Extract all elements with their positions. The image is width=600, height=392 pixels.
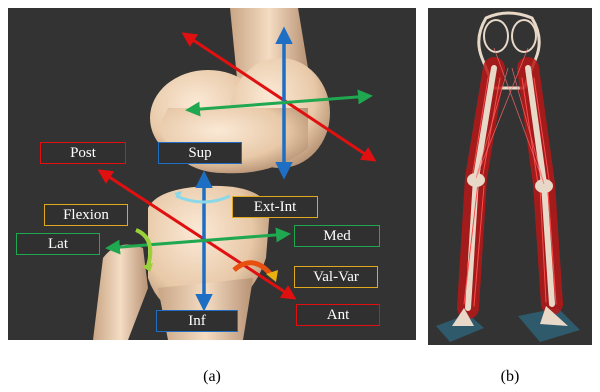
label-med: Med xyxy=(294,225,380,247)
left-leg xyxy=(452,68,500,326)
lower-limb-model xyxy=(428,8,592,345)
label-inf: Inf xyxy=(156,310,238,332)
right-leg xyxy=(522,68,568,326)
caption-b: (b) xyxy=(486,368,534,386)
label-ext-int: Ext-Int xyxy=(232,196,318,218)
label-lat: Lat xyxy=(16,233,100,255)
label-val-var: Val-Var xyxy=(294,266,378,288)
knee-illustration xyxy=(8,8,416,340)
caption-a: (a) xyxy=(188,368,236,386)
fibula xyxy=(93,245,148,340)
knee-axes-panel: Post Sup Ext-Int Flexion Lat Med Val-Var… xyxy=(8,8,416,340)
label-flexion: Flexion xyxy=(44,204,128,226)
musculoskeletal-model-panel xyxy=(428,8,592,345)
label-sup: Sup xyxy=(158,142,242,164)
label-post: Post xyxy=(40,142,126,164)
label-ant: Ant xyxy=(296,304,380,326)
